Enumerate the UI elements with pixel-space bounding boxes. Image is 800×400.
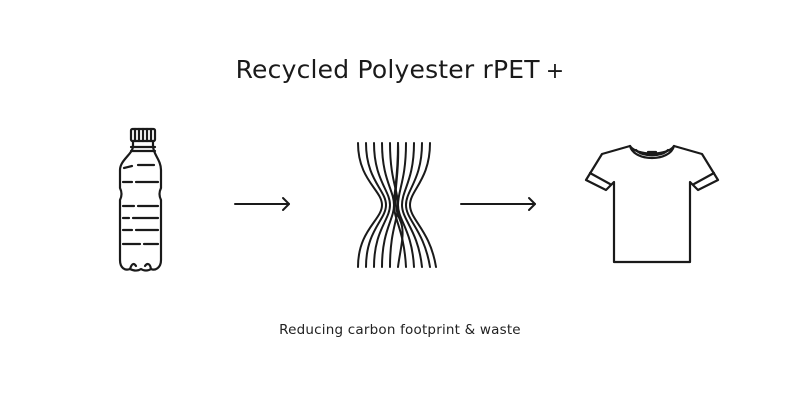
title-text: Recycled Polyester rPET bbox=[235, 55, 540, 84]
diagram-title: Recycled Polyester rPET+ bbox=[0, 55, 800, 84]
tshirt-icon bbox=[584, 142, 720, 266]
arrow-right-icon bbox=[234, 196, 292, 212]
arrow-right-icon bbox=[460, 196, 538, 212]
diagram-caption: Reducing carbon footprint & waste bbox=[279, 322, 521, 338]
title-suffix: + bbox=[545, 59, 565, 84]
fiber-icon bbox=[354, 140, 438, 270]
bottle-icon bbox=[110, 126, 170, 274]
